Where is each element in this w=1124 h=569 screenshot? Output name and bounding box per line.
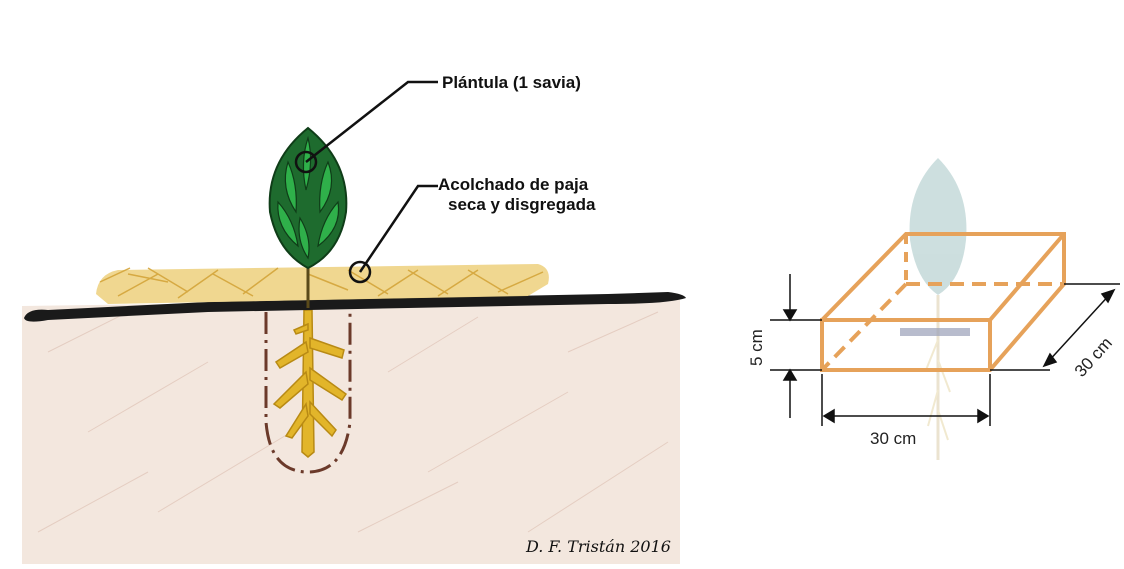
ground-band <box>900 328 970 336</box>
mulch-dimensions-svg: 5 cm 30 cm 30 cm <box>700 130 1124 490</box>
artist-signature: D. F. Tristán 2016 <box>525 537 671 556</box>
length-label: 30 cm <box>1071 334 1116 381</box>
faded-seedling <box>910 158 967 460</box>
mulch-label-line1: Acolchado de paja <box>438 175 589 194</box>
planting-illustration: Plántula (1 savia) Acolchado de paja sec… <box>8 12 690 564</box>
mulch-leader-line <box>360 186 438 272</box>
seedling-label: Plántula (1 savia) <box>442 73 581 92</box>
height-dimension <box>770 274 822 418</box>
mulch-dimensions-diagram: 5 cm 30 cm 30 cm <box>700 130 1124 490</box>
mulch-label-line2: seca y disgregada <box>448 195 596 214</box>
planting-illustration-svg: Plántula (1 savia) Acolchado de paja sec… <box>8 12 690 564</box>
width-label: 30 cm <box>870 429 916 448</box>
height-label: 5 cm <box>747 329 766 366</box>
width-dimension <box>822 374 990 426</box>
